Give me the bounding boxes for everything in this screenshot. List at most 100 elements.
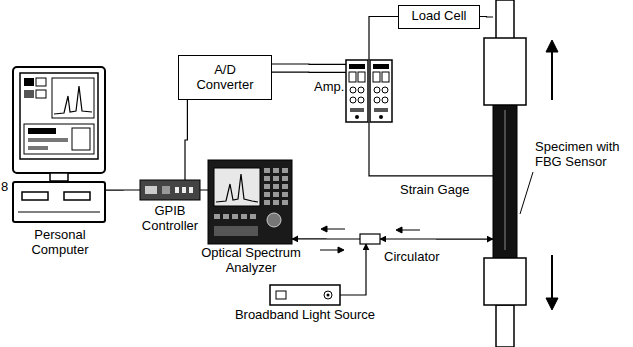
drawing-part: [270, 285, 340, 305]
drawing-part: [374, 87, 380, 93]
drawing-part: [282, 168, 288, 173]
label-slot: Amp.: [314, 80, 346, 95]
wire-label: Strain Gage: [400, 183, 490, 198]
device-label: GPIB Controller: [133, 204, 207, 234]
drawing-part: [214, 214, 220, 219]
light-source-shape: [270, 285, 340, 305]
drawing-part: [223, 214, 229, 219]
drawing-part: [350, 87, 356, 93]
wire-connector: [369, 122, 493, 176]
drawing-part: [72, 128, 90, 150]
converter-box: A/D Converter: [178, 55, 272, 100]
specimen: Specimen with FBG Sensor: [491, 0, 631, 347]
light-direction-head: [338, 247, 344, 253]
drawing-part: [264, 200, 270, 205]
drawing-part: [370, 60, 392, 122]
gpib-controller: GPIB Controller: [133, 178, 207, 242]
drawing-part: [346, 60, 368, 122]
label-slot: 8: [1, 180, 11, 195]
drawing-part: [324, 291, 332, 299]
drawing-part: [282, 200, 288, 205]
drawing-part: [327, 294, 330, 297]
drawing-part: [36, 90, 46, 98]
drawing-part: [496, 305, 514, 347]
light-direction-arrow: [325, 229, 345, 230]
amplifier: Amp.: [314, 58, 394, 124]
wire-connector: [106, 189, 140, 190]
drawing-part: [64, 192, 90, 200]
gpib-controller-drawing: [140, 180, 200, 200]
label-slot: Optical Spectrum Analyzer: [186, 246, 316, 276]
drawing-part: [24, 90, 34, 98]
label-slot: Personal Computer: [17, 228, 103, 258]
drawing-part: [140, 180, 200, 200]
drawing-part: [28, 138, 68, 142]
drawing-part: [36, 78, 46, 86]
drawing-part: [350, 108, 364, 112]
personal-computer: Personal Computer: [10, 64, 110, 264]
device-label: Broadband Light Source: [230, 308, 380, 323]
device-label: Specimen with FBG Sensor: [535, 140, 627, 170]
drawing-part: [273, 176, 279, 181]
label-slot: GPIB Controller: [133, 204, 207, 234]
drawing-part: [358, 87, 364, 93]
circulator-drawing: [360, 234, 380, 244]
drawing-part: [349, 64, 365, 69]
drawing-part: [374, 108, 388, 112]
spectrum-analyzer-drawing: [208, 160, 292, 244]
box-label: A/D Converter: [192, 63, 258, 93]
amplifier-drawing: [346, 60, 392, 122]
gpib-controller-shape: [140, 180, 200, 200]
drawing-part: [208, 160, 292, 244]
specimen-shape: [493, 0, 517, 347]
drawing-part: [358, 97, 364, 103]
light-source-parts: [270, 285, 340, 305]
drawing-part: [360, 234, 380, 244]
drawing-part: [24, 124, 94, 154]
drawing-part: [232, 214, 238, 219]
personal-computer-parts: [13, 67, 105, 222]
drawing-part: [28, 146, 48, 150]
drawing-part: [28, 128, 56, 134]
device-label: Optical Spectrum Analyzer: [186, 246, 316, 276]
spectrum-analyzer-shape: [208, 160, 292, 244]
wire-connector: [480, 16, 493, 18]
wire-connector: [380, 238, 493, 239]
drawing-part: [493, 100, 517, 263]
drawing-part: [355, 115, 359, 119]
drawing-part: [350, 97, 356, 103]
drawing-part: [20, 73, 98, 159]
spectrum-analyzer: Optical Spectrum Analyzer: [186, 158, 316, 278]
drawing-part: [276, 291, 286, 299]
drawing-part: [50, 173, 68, 181]
light-direction-head: [321, 226, 327, 232]
label-slot: Broadband Light Source: [230, 308, 380, 323]
page-number: 8: [1, 180, 11, 195]
drawing-part: [18, 212, 100, 213]
drawing-part: [496, 0, 514, 40]
drawing-part: [505, 110, 506, 250]
drawing-part: [216, 174, 258, 202]
gpib-controller-parts: [140, 180, 200, 200]
device-label: Circulator: [384, 250, 446, 265]
drawing-part: [373, 72, 380, 82]
spectrum-analyzer-parts: [208, 160, 292, 244]
wire-connector: [272, 71, 346, 73]
drawing-part: [264, 184, 270, 189]
load-arrow-up: [551, 50, 553, 100]
drawing-part: [145, 186, 157, 194]
drawing-part: [374, 97, 380, 103]
drawing-part: [382, 97, 388, 103]
load-arrowhead-down: [546, 298, 558, 310]
drawing-part: [379, 115, 383, 119]
label-slot: Strain Gage: [400, 183, 490, 198]
light-source: Broadband Light Source: [230, 283, 380, 325]
wire-connector: [292, 238, 360, 239]
personal-computer-shape: [12, 66, 106, 224]
drawing-part: [22, 192, 48, 200]
drawing-part: [267, 213, 281, 227]
label-slot: Circulator: [384, 250, 446, 265]
drawing-part: [349, 72, 356, 82]
drawing-part: [250, 214, 256, 219]
